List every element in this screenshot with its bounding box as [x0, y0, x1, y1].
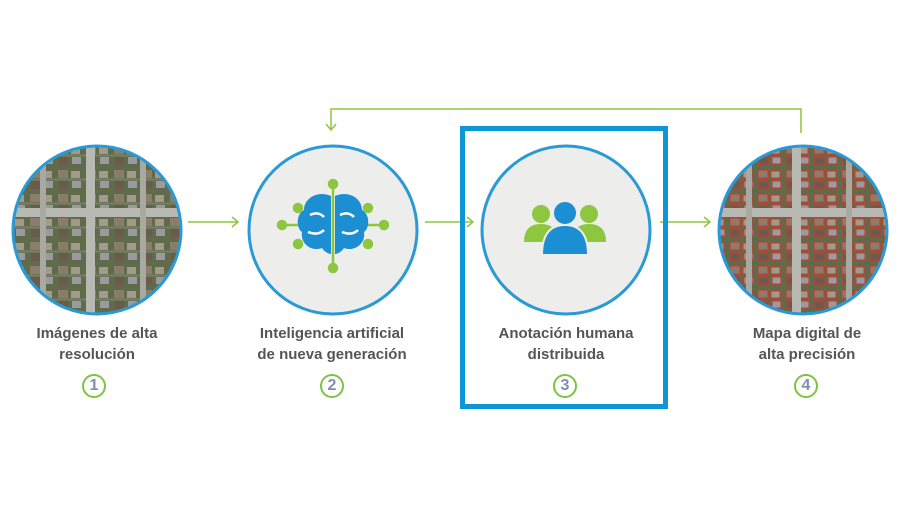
step-1-circle	[11, 144, 183, 316]
title-line: de nueva generación	[257, 346, 407, 363]
step-4-title: Mapa digital de alta precisión	[697, 323, 900, 365]
brain-network-icon	[276, 178, 390, 274]
title-line: resolución	[59, 346, 135, 363]
title-line: Inteligencia artificial	[259, 325, 405, 342]
step-3-number: 3	[553, 374, 577, 398]
people-group-icon	[524, 200, 606, 256]
step-4-circle	[717, 144, 889, 316]
step-3-title: Anotación humana distribuida	[456, 323, 676, 365]
step-2-number: 2	[320, 374, 344, 398]
title-line: Imágenes de alta	[36, 325, 158, 342]
feedback-arrow-4-to-2	[325, 108, 802, 133]
aerial-image	[13, 146, 181, 314]
arrow-2-to-3	[425, 216, 475, 228]
step-1-title: Imágenes de alta resolución	[0, 323, 207, 365]
step-4-number: 4	[794, 374, 818, 398]
title-line: Anotación humana	[498, 325, 634, 342]
arrow-3-to-4	[660, 216, 712, 228]
arrow-1-to-2	[188, 216, 240, 228]
step-2-title: Inteligencia artificial de nueva generaci…	[222, 323, 442, 365]
title-line: distribuida	[527, 346, 605, 363]
step-1-number: 1	[82, 374, 106, 398]
title-line: Mapa digital de	[752, 325, 862, 342]
highlight-box-step-3	[460, 126, 668, 409]
title-line: alta precisión	[758, 346, 856, 363]
annotated-map	[719, 146, 887, 314]
